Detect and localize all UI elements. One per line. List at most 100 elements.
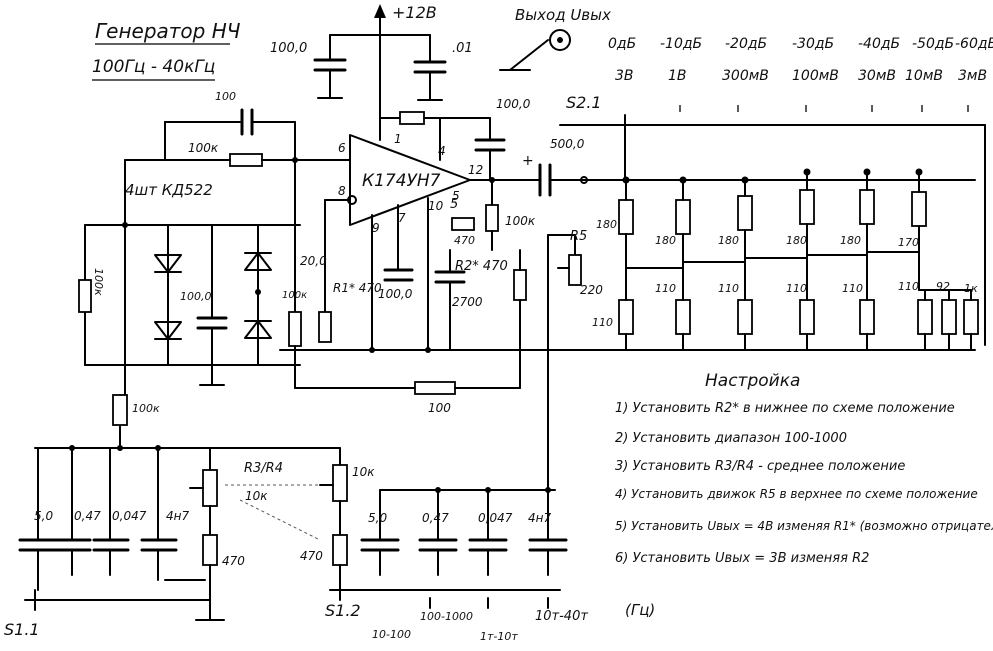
pin8-node: [347, 195, 357, 205]
right-cap-bank: 5,0 0,47 0,047 4н7: [360, 489, 568, 576]
ladder-upper-resistor: [911, 191, 927, 227]
r-470-resistor: [451, 217, 475, 231]
c-pin12-label: 100,0: [496, 97, 531, 111]
range-label: 100-1000: [420, 610, 473, 623]
v-label: 100мВ: [792, 68, 839, 84]
db-label: -20дБ: [725, 36, 767, 52]
junction-dot: [117, 445, 123, 451]
supply-arrow-icon: [374, 4, 386, 18]
r470-left-label: 470: [222, 554, 245, 568]
ladder-upper-label: 180: [840, 234, 861, 247]
ladder-lower-label: 1к: [964, 282, 978, 295]
switch-s21-label: S2.1: [566, 93, 602, 112]
ladder-lower-resistor: [799, 299, 815, 335]
ladder-upper-label: 170: [898, 236, 919, 249]
output-jack-lead: [509, 39, 549, 71]
r3r4-label: R3/R4: [244, 461, 283, 476]
r5-small-label: 5: [450, 197, 458, 212]
setup-step: 3) Установить R3/R4 - среднее положение: [615, 459, 905, 474]
db-label: -10дБ: [660, 36, 702, 52]
ladder-wires: [625, 169, 972, 351]
v-label: 3мВ: [958, 68, 987, 84]
ladder-lower-resistor: [618, 299, 634, 335]
db-label: 0дБ: [608, 36, 636, 52]
diodes-label: 4шт КД522: [125, 181, 213, 199]
ladder-lowers: 110 110 110 110 110 110 92 1к: [592, 280, 979, 335]
r2-resistor: [513, 269, 527, 301]
junction-dot: [369, 347, 375, 353]
opamp-triangle: [349, 134, 471, 226]
setup-step: 5) Установить Uвых = 4В изменяя R1* (воз…: [615, 519, 993, 533]
db-label: -60дБ: [955, 36, 993, 52]
switch-s12-label: S1.2: [325, 601, 361, 620]
r1-resistor: [318, 311, 332, 343]
pin-label: 10: [428, 199, 444, 213]
left-cap-bank: 5,0 0,47 0,047 4н7: [18, 447, 189, 591]
output-jack-icon: [549, 29, 571, 51]
output-jack-center: [557, 37, 563, 43]
junction-dot: [255, 289, 261, 295]
db-label: -50дБ: [912, 36, 954, 52]
pin-label: 1: [394, 132, 402, 146]
ladder-uppers: 180 180 180 180 180 170: [596, 189, 927, 249]
opamp-name: К174УН7: [362, 171, 441, 191]
ladder-lower-resistor: [859, 299, 875, 335]
ladder-lower-resistor: [963, 299, 979, 335]
pot-label: 10к: [245, 489, 268, 503]
r-left-resistor: [78, 279, 92, 313]
attenuator-v-row: 3В 1В 300мВ 100мВ 30мВ 10мВ 3мВ: [615, 68, 987, 84]
v-label: 1В: [668, 68, 687, 84]
bank-cap-label: 0,47: [74, 509, 101, 523]
supply-label: +12В: [392, 3, 437, 22]
bank-cap-label: 0,047: [478, 511, 513, 525]
pin-label: 6: [338, 141, 346, 155]
v-label: 10мВ: [905, 68, 943, 84]
ladder-lower-resistor: [675, 299, 691, 335]
ladder-lower-label: 110: [786, 282, 807, 295]
pot-left-resistor: [202, 469, 218, 507]
r-100k-lower-resistor: [112, 394, 128, 426]
bank-cap-label: 5,0: [368, 511, 387, 525]
r-out-label: 100к: [505, 214, 536, 228]
bank-cap-label: 5,0: [34, 509, 53, 523]
r470-right-resistor: [332, 534, 348, 566]
pin-label: 5: [452, 189, 460, 203]
diode-icon: [154, 321, 182, 340]
setup-step: 6) Установить Uвых = 3В изменяя R2: [615, 551, 869, 566]
ladder-upper-label: 180: [718, 234, 739, 247]
r5-label: R5: [570, 229, 587, 244]
junction-dot: [803, 168, 811, 176]
ladder-upper-label: 180: [786, 234, 807, 247]
r-470-label: 470: [454, 234, 475, 247]
junction-dot: [863, 168, 871, 176]
c-top2-label: .01: [452, 41, 473, 56]
range-label: 1т-10т: [480, 630, 518, 643]
ladder-upper-resistor: [618, 199, 634, 235]
range-text: 100Гц - 40кГц: [92, 57, 215, 77]
ladder-lower-label: 110: [898, 280, 919, 293]
ladder-lower-label: 110: [718, 282, 739, 295]
pin1-resistor: [399, 111, 425, 125]
r5-resistor: [568, 254, 582, 286]
r-100k-label: 100к: [282, 290, 307, 301]
freq-unit-label: (Гц): [625, 601, 655, 619]
pin-label: 8: [338, 184, 346, 198]
setup-step: 2) Установить диапазон 100-1000: [615, 431, 847, 446]
ladder-upper-resistor: [859, 189, 875, 225]
ladder-upper-resistor: [737, 195, 753, 231]
title-text: Генератор НЧ: [95, 19, 241, 43]
r2-label: R2* 470: [455, 259, 508, 274]
bank-cap-label: 0,47: [422, 511, 449, 525]
output-label: Выход Uвых: [515, 6, 611, 24]
junction-dot: [915, 168, 923, 176]
setup-step: 4) Установить движок R5 в верхнее по схе…: [615, 487, 978, 501]
bank-cap-label: 4н7: [166, 509, 189, 523]
range-label: 10т-40т: [535, 609, 588, 624]
diode-icon: [154, 254, 182, 273]
pin-label: 12: [468, 163, 483, 177]
db-label: -30дБ: [792, 36, 834, 52]
c-20-label: 20,0: [300, 254, 327, 268]
ladder-upper-resistor: [799, 189, 815, 225]
